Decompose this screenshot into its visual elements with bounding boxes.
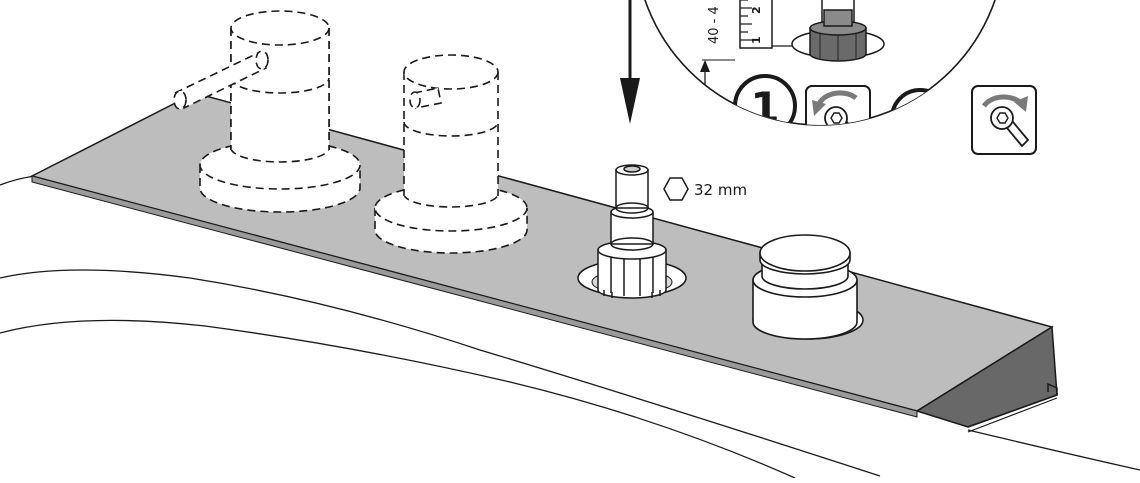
deck-bracket: [967, 382, 1058, 428]
ruler-digit-2: 2: [750, 6, 763, 14]
detail-callout: 1 2 40 - 4: [644, 0, 1037, 155]
step-three-label: 3: [906, 98, 934, 144]
down-arrow-icon: [620, 0, 640, 124]
deck-plate: [29, 92, 1058, 433]
hex-size-callout: 32 mm: [663, 177, 747, 201]
ruler-digit-1: 1: [750, 36, 763, 44]
wrench-counterclockwise-icon: [805, 85, 871, 125]
deck-top-surface: [29, 92, 1054, 412]
step-1-badge: 1: [733, 74, 797, 132]
step-3-badge: 3: [890, 88, 950, 144]
valve-fitting: [597, 164, 667, 299]
mixer-phantom-2: [374, 54, 528, 254]
cover-cap: [752, 234, 858, 340]
detail-nut: [791, 0, 885, 62]
step-one-label: 1: [750, 83, 779, 132]
tub-rim-outline: [0, 175, 1140, 479]
mixer-phantom-1: [173, 10, 361, 213]
wrench-clockwise-icon: [971, 85, 1037, 155]
hexagon-icon: [663, 177, 689, 201]
deck-left-edge: [31, 175, 918, 418]
scale-range-label: 40 - 4: [707, 6, 722, 44]
measuring-ruler: 1 2: [739, 0, 773, 49]
hex-size-label: 32 mm: [694, 181, 747, 199]
